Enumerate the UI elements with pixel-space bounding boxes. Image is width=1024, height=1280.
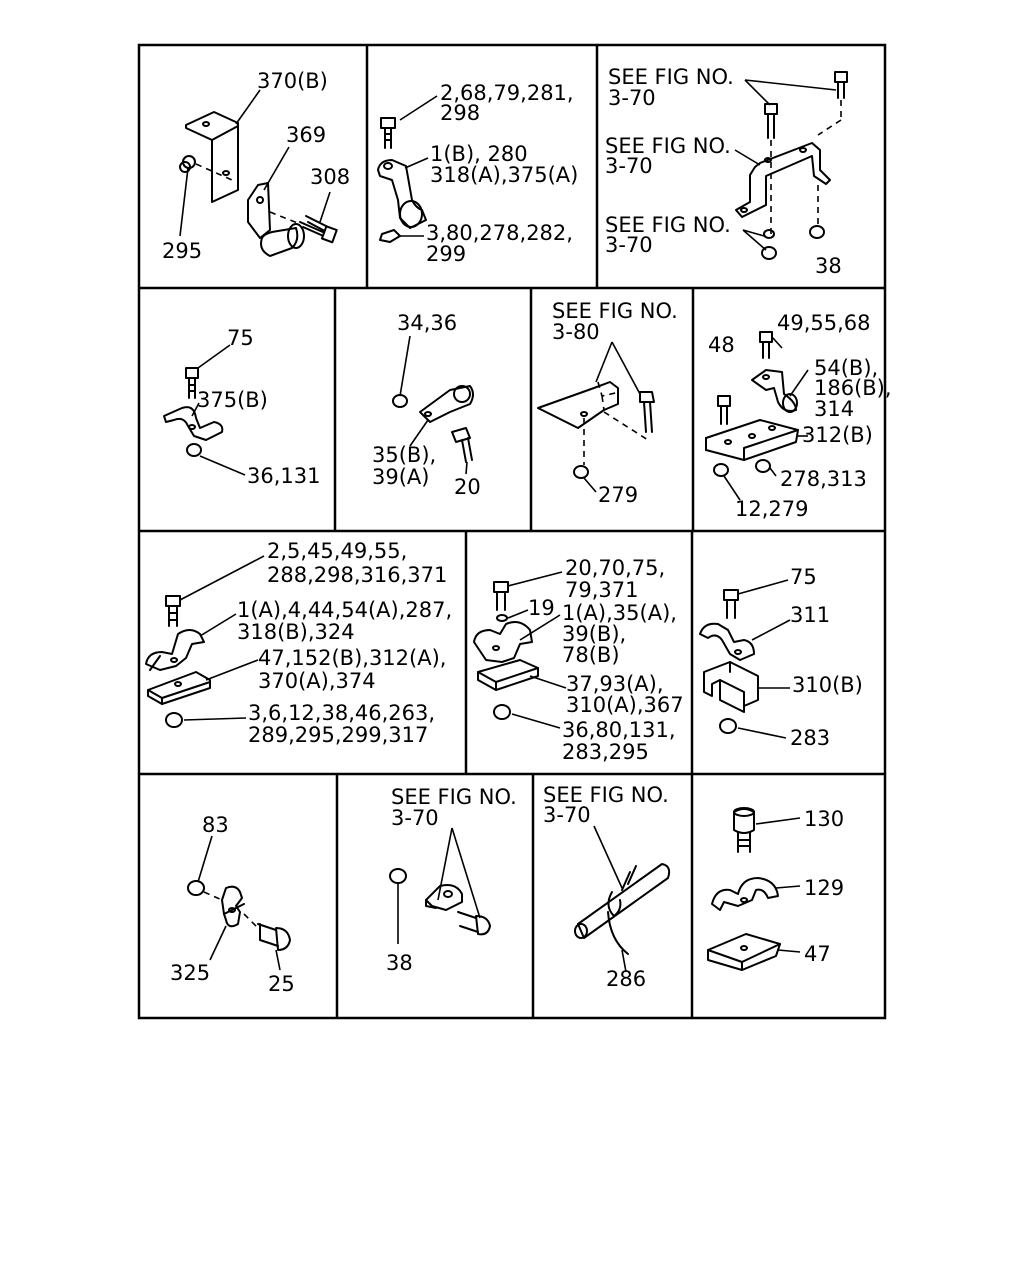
label: 298 xyxy=(440,101,480,125)
label: 3-70 xyxy=(608,86,656,110)
label: 283,295 xyxy=(562,740,649,764)
label: 20 xyxy=(454,475,481,499)
cell-clip-plate-1a: 2,5,45,49,55, 288,298,316,371 1(A),4,44,… xyxy=(145,539,452,747)
label: SEE FIG NO. xyxy=(543,783,669,807)
label: 47 xyxy=(804,942,831,966)
label: 36,131 xyxy=(247,464,320,488)
cell-clip-325: 83 325 25 xyxy=(170,813,295,996)
label: 3,80,278,282, xyxy=(426,221,573,245)
label: 375(B) xyxy=(197,388,268,412)
label: 3-70 xyxy=(543,803,591,827)
label: 25 xyxy=(268,972,295,996)
label: 79,371 xyxy=(565,578,638,602)
cell-clip-129: 130 129 47 xyxy=(707,807,844,971)
cell-plate-312b: 49,55,68 48 54(B), 186(B), 314 312(B) 27… xyxy=(705,311,892,521)
label: 49,55,68 xyxy=(777,311,871,335)
label: 35(B), xyxy=(372,443,436,467)
grid-frame xyxy=(137,43,887,1020)
label: 39(B), xyxy=(562,622,626,646)
cell-clip-310b: 75 311 310(B) 283 xyxy=(699,565,863,750)
label: 299 xyxy=(426,242,466,266)
label: 129 xyxy=(804,876,844,900)
label: 289,295,299,317 xyxy=(248,723,428,747)
label: 1(B), 280 xyxy=(430,142,528,166)
label: 34,36 xyxy=(397,311,457,335)
label: 325 xyxy=(170,961,210,985)
cell-see-fig-3-70-38: SEE FIG NO. 3-70 38 xyxy=(386,785,517,975)
label: 370(A),374 xyxy=(258,669,376,693)
label: 39(A) xyxy=(372,465,429,489)
cell-bracket-3-80: SEE FIG NO. 3-80 279 xyxy=(537,299,678,507)
label: 310(B) xyxy=(792,673,863,697)
label: SEE FIG NO. xyxy=(391,785,517,809)
label: 19 xyxy=(528,596,555,620)
label: 38 xyxy=(386,951,413,975)
label: 75 xyxy=(227,326,254,350)
label: 3-70 xyxy=(391,806,439,830)
label: 1(A),35(A), xyxy=(562,601,677,625)
label: 2,68,79,281, xyxy=(440,81,574,105)
label: 83 xyxy=(202,813,229,837)
label: SEE FIG NO. xyxy=(552,299,678,323)
label: 278,313 xyxy=(780,467,867,491)
label: 318(B),324 xyxy=(237,620,355,644)
label: 1(A),4,44,54(A),287, xyxy=(237,598,452,622)
label: 78(B) xyxy=(562,643,620,667)
label: 314 xyxy=(814,397,854,421)
label: 3,6,12,38,46,263, xyxy=(248,701,435,725)
label: 288,298,316,371 xyxy=(267,563,447,587)
label: 47,152(B),312(A), xyxy=(258,646,446,670)
label: 286 xyxy=(606,967,646,991)
label: 310(A),367 xyxy=(566,693,684,717)
label: 312(B) xyxy=(802,423,873,447)
cell-bracket-see-fig: SEE FIG NO. 3-70 SEE FIG NO. 3-70 SEE FI… xyxy=(605,65,848,278)
cell-pipe-286: SEE FIG NO. 3-70 286 xyxy=(543,783,671,991)
cell-clip-35b: 34,36 35(B), 39(A) 20 xyxy=(372,311,481,499)
label: 318(A),375(A) xyxy=(430,163,578,187)
label: SEE FIG NO. xyxy=(605,213,731,237)
label: SEE FIG NO. xyxy=(605,134,731,158)
cell-bracket-370b: 370(B) 369 308 295 xyxy=(162,69,350,263)
cell-clip-375b: 75 375(B) 36,131 xyxy=(163,326,320,488)
label: 283 xyxy=(790,726,830,750)
cell-clip-plate-35a: 20,70,75, 79,371 19 1(A),35(A), 39(B), 7… xyxy=(473,556,684,764)
label: 12,279 xyxy=(735,497,808,521)
label: 75 xyxy=(790,565,817,589)
label: 36,80,131, xyxy=(562,718,676,742)
label: 20,70,75, xyxy=(565,556,665,580)
label: 2,5,45,49,55, xyxy=(267,539,407,563)
label: 279 xyxy=(598,483,638,507)
label: 130 xyxy=(804,807,844,831)
label: 369 xyxy=(286,123,326,147)
label: 295 xyxy=(162,239,202,263)
label: 37,93(A), xyxy=(566,672,664,696)
label: 311 xyxy=(790,603,830,627)
label: 370(B) xyxy=(257,69,328,93)
label: 3-80 xyxy=(552,320,600,344)
label: 3-70 xyxy=(605,154,653,178)
label: 3-70 xyxy=(605,233,653,257)
label: 38 xyxy=(815,254,842,278)
label: 54(B), xyxy=(814,356,878,380)
label: 308 xyxy=(310,165,350,189)
cell-clip-1b: 2,68,79,281, 298 1(B), 280 318(A),375(A)… xyxy=(377,81,578,266)
label: 48 xyxy=(708,333,735,357)
label: 186(B), xyxy=(814,376,892,400)
label: SEE FIG NO. xyxy=(608,65,734,89)
